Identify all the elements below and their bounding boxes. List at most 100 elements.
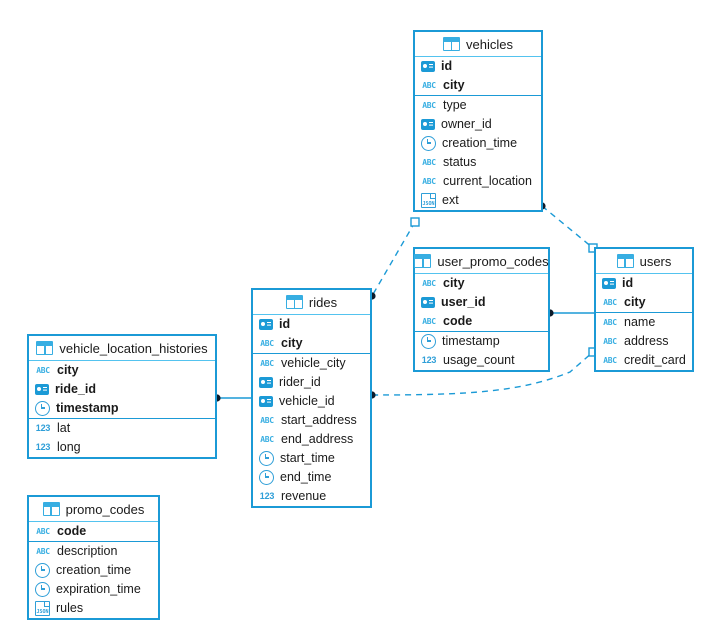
field-name: owner_id [441,117,492,132]
field-name: user_id [441,295,486,310]
table-icon [42,502,60,516]
field-row[interactable]: timestamp [29,399,215,418]
field-name: rider_id [279,375,321,390]
entity-table-header[interactable]: rides [253,290,370,315]
id-icon [602,278,616,289]
relationship-endpoint-square [410,217,420,227]
field-name: type [443,98,467,113]
abc-icon: ABC [36,547,50,556]
field-name: revenue [281,489,327,504]
entity-table-header[interactable]: promo_codes [29,497,158,522]
id-icon [259,319,273,330]
abc-icon: ABC [260,435,274,444]
table-icon [443,37,461,51]
relationship-vehicles-rides [371,221,416,297]
clock-icon [35,563,50,578]
123-icon: 123 [421,355,437,365]
entity-table-name: rides [308,294,338,310]
clock-icon [35,582,50,597]
clock-icon [421,136,436,151]
abc-icon: ABC [260,359,274,368]
json-icon: JSON [35,601,50,616]
abc-icon: ABC [422,158,436,167]
entity-table-header[interactable]: vehicle_location_histories [29,336,215,361]
field-row[interactable]: user_id [415,293,548,312]
field-row[interactable]: creation_time [415,134,541,153]
abc-icon: ABC [603,298,617,307]
field-name: city [443,276,465,291]
clock-icon [421,334,436,349]
field-name: creation_time [442,136,518,151]
abc-icon: ABC [422,81,436,90]
field-name: start_address [281,413,357,428]
field-row[interactable]: ABC type [415,96,541,115]
field-row[interactable]: 123 revenue [253,487,370,506]
field-row[interactable]: ride_id [29,380,215,399]
field-row[interactable]: ABC end_address [253,430,370,449]
abc-icon: ABC [36,527,50,536]
field-row[interactable]: 123 usage_count [415,351,548,370]
field-row[interactable]: JSON rules [29,599,158,618]
field-name: rules [56,601,84,616]
field-row[interactable]: id [596,274,692,293]
123-icon: 123 [35,423,51,433]
entity-table-header[interactable]: user_promo_codes [414,249,549,274]
field-name: ride_id [55,382,96,397]
field-row[interactable]: timestamp [415,332,548,351]
abc-icon: ABC [422,101,436,110]
abc-icon: ABC [36,366,50,375]
id-icon [421,297,435,308]
entity-table-name: users [639,253,672,269]
field-row[interactable]: expiration_time [29,580,158,599]
field-row[interactable]: vehicle_id [253,392,370,411]
field-name: vehicle_id [279,394,335,409]
entity-table-header[interactable]: users [596,249,692,274]
field-row[interactable]: creation_time [29,561,158,580]
field-name: usage_count [443,353,515,368]
entity-table-name: user_promo_codes [437,253,549,269]
field-row[interactable]: rider_id [253,373,370,392]
field-name: timestamp [442,334,500,349]
entity-table-header[interactable]: vehicles [415,32,541,57]
123-icon: 123 [35,442,51,452]
field-name: end_address [281,432,354,447]
field-row[interactable]: id [415,57,541,76]
field-row[interactable]: id [253,315,370,334]
field-name: credit_card [624,353,686,368]
field-row[interactable]: start_time [253,449,370,468]
field-row[interactable]: end_time [253,468,370,487]
field-name: address [624,334,669,349]
field-row[interactable]: owner_id [415,115,541,134]
123-icon: 123 [259,491,275,501]
